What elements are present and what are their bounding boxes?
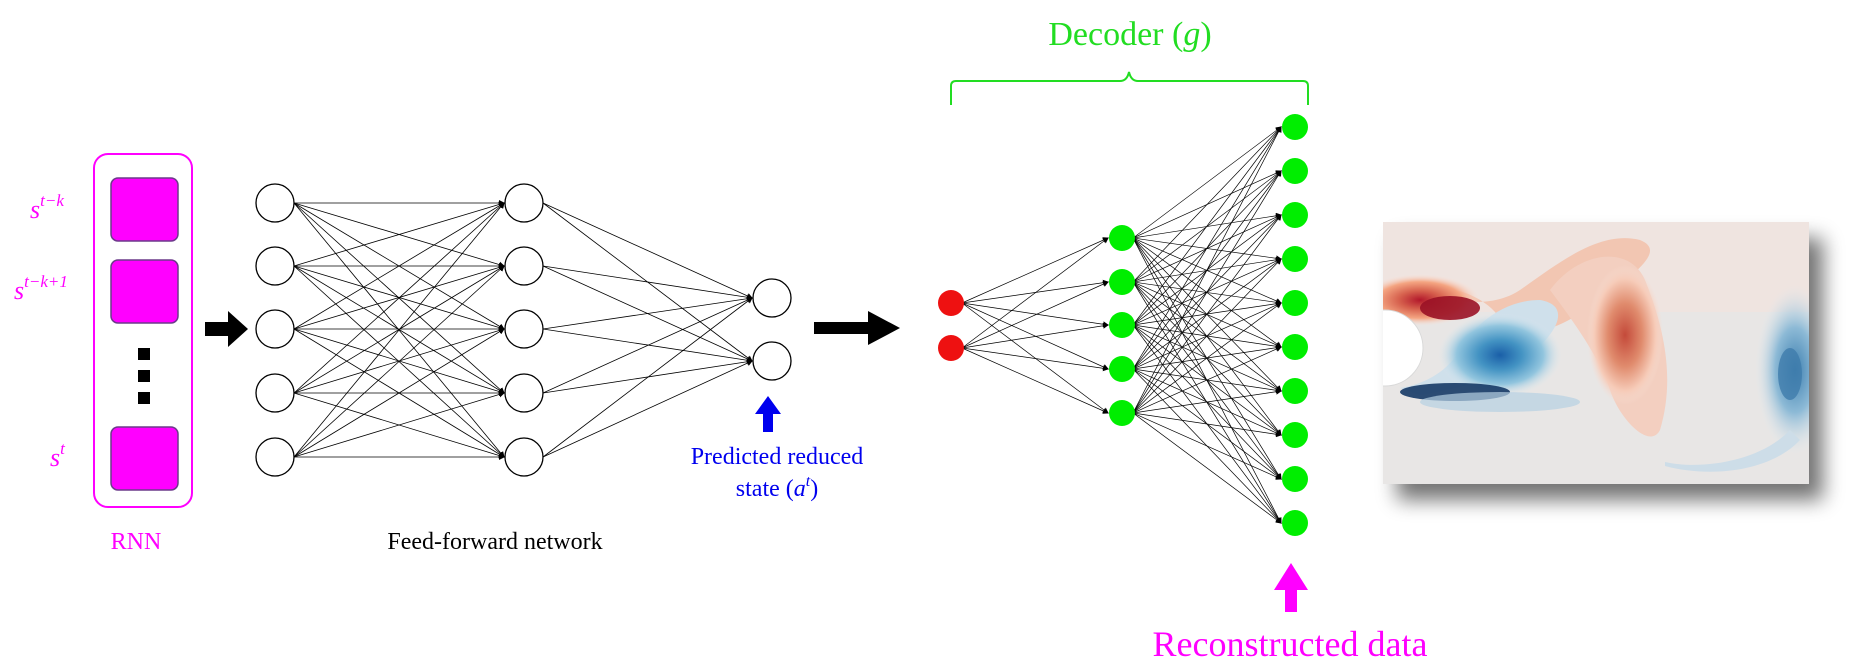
ffn-edge [293, 202, 505, 394]
decoder-edge [1132, 412, 1282, 438]
decoder-edge [961, 347, 1109, 414]
decoder-edge [961, 281, 1109, 349]
ffn-node [255, 437, 295, 477]
decoder-output-node [1282, 510, 1308, 536]
decoder-edge [961, 302, 1109, 328]
decoder-output-node [1282, 422, 1308, 448]
decoder-edge [1132, 170, 1282, 414]
ffn-edge [293, 202, 505, 458]
ffn-edge [542, 265, 753, 301]
decoder-edge [961, 279, 1109, 304]
decoder-output-node [1282, 466, 1308, 492]
decoder-output-node [1282, 158, 1308, 184]
decoder-edge [1132, 412, 1282, 524]
ffn-nodes [255, 183, 792, 477]
ffn-node [255, 373, 295, 413]
ffn-label: Feed-forward network [387, 529, 602, 555]
ffn-edge [293, 391, 505, 458]
decoder-output-node [1282, 378, 1308, 404]
decoder-edge [1132, 281, 1282, 480]
right-arrow-icon [205, 311, 248, 347]
reconstructed-label: Reconstructed data [1153, 624, 1428, 664]
decoder-edge [1132, 346, 1282, 414]
ffn-edges [293, 200, 753, 460]
rnn-cell-1 [110, 177, 179, 242]
decoder-edge [1132, 388, 1282, 414]
up-arrow-icon [755, 396, 781, 432]
ffn-edge [542, 360, 753, 458]
decoder-edge [961, 237, 1109, 349]
decoder-output-node [1282, 202, 1308, 228]
latent-node [938, 335, 964, 361]
decoder-edge [1132, 412, 1282, 480]
latent-node [938, 290, 964, 316]
rnn-container [93, 153, 193, 508]
decoder-output-node [1282, 246, 1308, 272]
decoder-output-node [1282, 334, 1308, 360]
decoder-edge [1132, 258, 1282, 414]
decoder-edge [1132, 126, 1282, 414]
decoder-label: Decoder (g) [1048, 16, 1211, 53]
label-s-t: st [50, 439, 66, 472]
ffn-node [255, 183, 295, 223]
decoder-hidden-node [1109, 269, 1135, 295]
decoder-edge [1132, 302, 1282, 414]
rnn-block [93, 153, 193, 508]
reduced-state-node [752, 278, 792, 318]
ffn-edge [542, 295, 753, 330]
ffn-edge [542, 202, 753, 299]
ffn-edge [293, 202, 505, 330]
ffn-edge [293, 265, 505, 458]
ffn-edge [542, 328, 753, 364]
ffn-node [504, 246, 544, 286]
predicted-label-line1: Predicted reduced [691, 444, 864, 470]
decoder-edge [961, 347, 1109, 372]
label-s-t-minus-k-plus-1: st−k+1 [14, 272, 68, 305]
rnn-cell-2 [110, 259, 179, 324]
decoder-hidden-node [1109, 356, 1135, 382]
decoder-edge [961, 322, 1109, 349]
reduced-state-node [752, 341, 792, 381]
decoder-bracket [950, 71, 1309, 105]
ffn-node [255, 246, 295, 286]
ffn-node [504, 183, 544, 223]
decoder-hidden-node [1109, 400, 1135, 426]
label-s-t-minus-k: st−k [30, 191, 64, 224]
decoder-edge [961, 302, 1109, 370]
decoder-nodes [938, 114, 1308, 536]
decoder-hidden-node [1109, 312, 1135, 338]
decoder-edge [1132, 126, 1282, 239]
decoder-edge [1132, 214, 1282, 414]
decoder-edge [1132, 281, 1282, 436]
decoder-output-node [1282, 290, 1308, 316]
decoder-edge [1132, 126, 1282, 326]
ffn-node [255, 309, 295, 349]
ffn-edge [542, 297, 753, 458]
ffn-node [504, 309, 544, 349]
decoder-edge [1132, 126, 1282, 370]
rnn-ellipsis-dots [138, 348, 150, 404]
decoder-edges [961, 126, 1282, 524]
up-arrow-icon [1274, 563, 1308, 612]
right-arrow-icon [814, 311, 900, 345]
ffn-node [504, 437, 544, 477]
decoder-edge [1132, 126, 1282, 283]
flow-field-image [1383, 222, 1809, 484]
decoder-edge [961, 302, 1109, 414]
rnn-cell-3 [110, 426, 179, 491]
predicted-label-line2: state (at) [736, 473, 818, 502]
ffn-edge [293, 328, 505, 458]
rnn-label: RNN [111, 529, 162, 555]
ffn-edge [293, 201, 505, 267]
decoder-hidden-node [1109, 225, 1135, 251]
decoder-edge [961, 237, 1109, 304]
ffn-node [504, 373, 544, 413]
ffn-edge [542, 297, 753, 394]
decoder-output-node [1282, 114, 1308, 140]
